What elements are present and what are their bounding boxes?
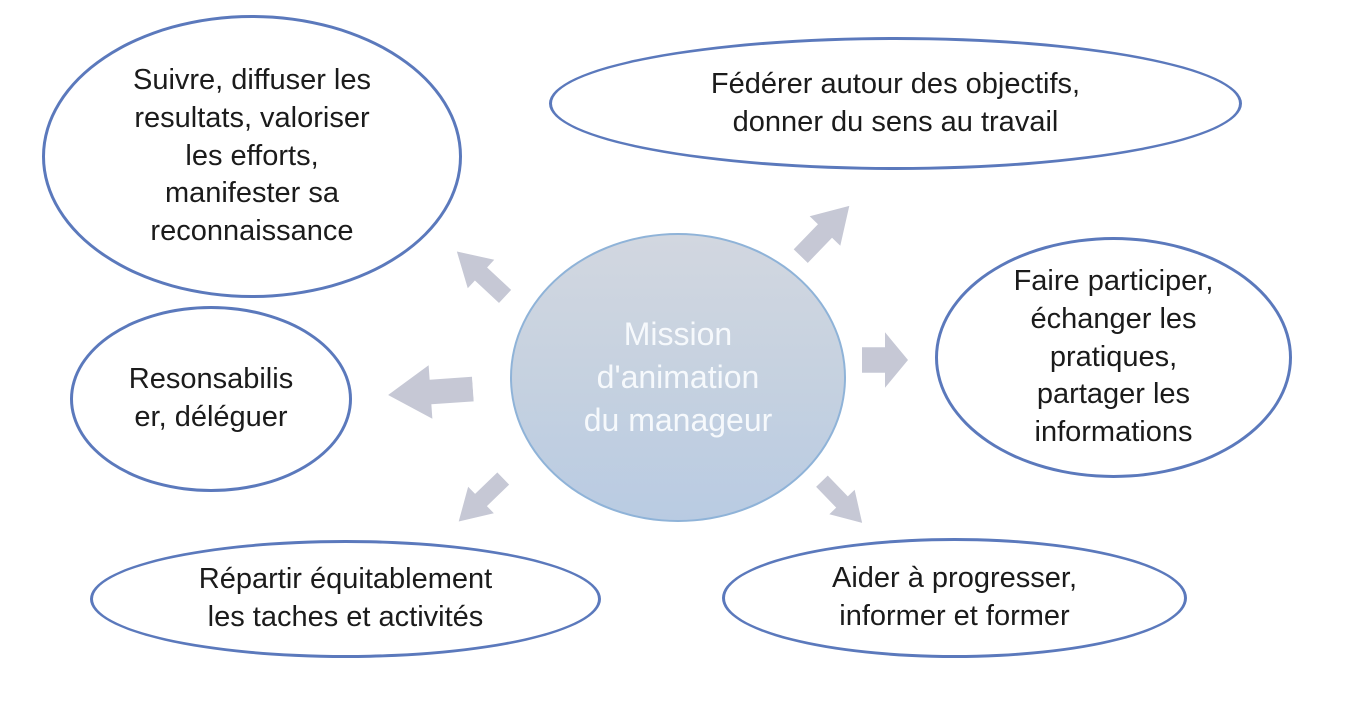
- node-repartir-ellipse: Répartir équitablement les taches et act…: [90, 540, 601, 658]
- node-suivre-ellipse: Suivre, diffuser les resultats, valorise…: [42, 15, 462, 298]
- arrow-right-icon: [862, 330, 908, 390]
- arrow-down-right-icon: [808, 468, 876, 536]
- arrow-up-right-icon: [784, 190, 866, 272]
- arrow-down-left-icon: [445, 464, 517, 536]
- node-repartir-text: Répartir équitablement les taches et act…: [198, 563, 493, 633]
- node-federer-ellipse: Fédérer autour des objectifs, donner du …: [549, 37, 1242, 170]
- node-participer-ellipse: Faire participer, échanger les pratiques…: [935, 237, 1292, 478]
- node-participer-text: Faire participer, échanger les pratiques…: [1013, 265, 1214, 449]
- center-mission-node: Mission d'animation du manageur: [510, 233, 846, 522]
- center-mission-text: Mission d'animation du manageur: [583, 315, 773, 439]
- node-federer-text: Fédérer autour des objectifs, donner du …: [710, 67, 1081, 138]
- arrow-up-left-icon: [443, 236, 520, 312]
- node-aider-ellipse: Aider à progresser, informer et former: [722, 538, 1187, 658]
- arrow-left-icon: [386, 360, 475, 424]
- node-aider-text: Aider à progresser, informer et former: [831, 562, 1077, 632]
- node-responsabiliser-text: Resonsabilis er, déléguer: [128, 363, 294, 433]
- node-responsabiliser-ellipse: Resonsabilis er, déléguer: [70, 306, 352, 492]
- node-suivre-text: Suivre, diffuser les resultats, valorise…: [132, 64, 372, 248]
